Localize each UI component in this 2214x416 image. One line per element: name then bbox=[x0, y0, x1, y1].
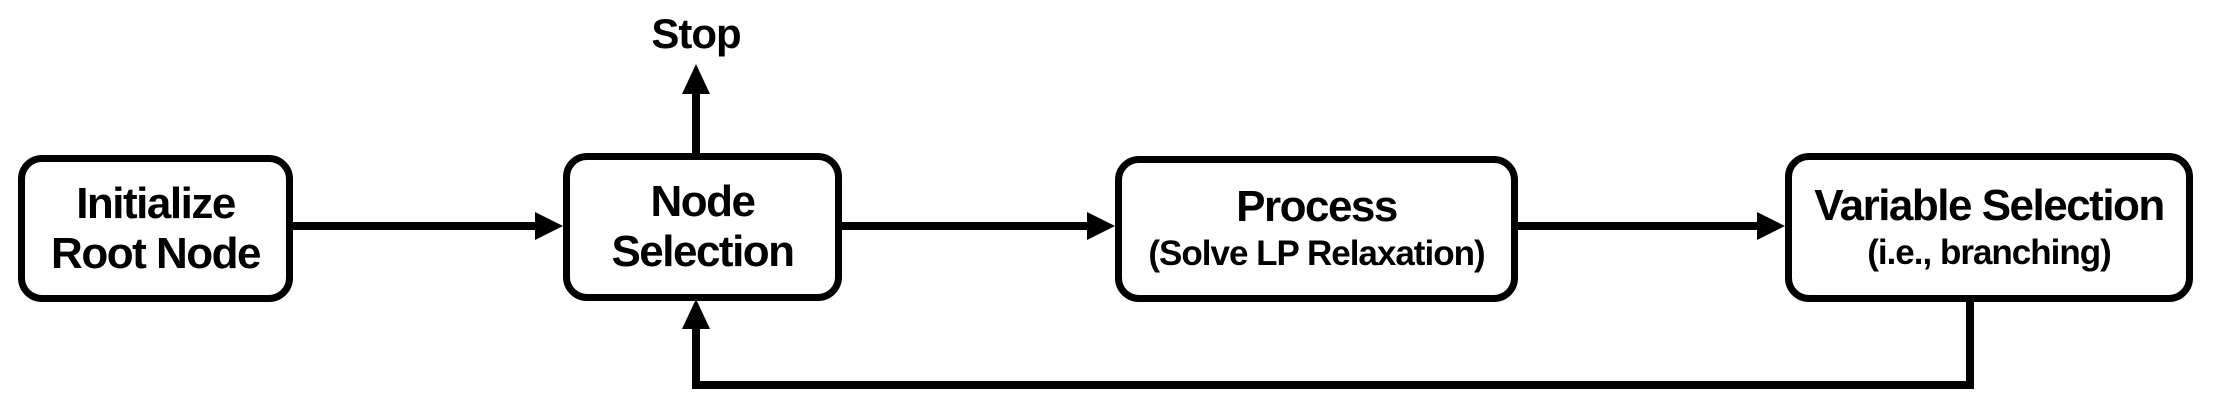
node-label-line: Selection bbox=[611, 227, 795, 276]
arrow-node-selection-to-stop bbox=[682, 64, 710, 157]
flow-node-node-selection: Node Selection bbox=[563, 153, 842, 301]
node-label-line: Variable Selection bbox=[1814, 180, 2165, 230]
arrow-node-selection-to-process bbox=[842, 212, 1115, 240]
node-label-line: Process bbox=[1236, 182, 1398, 231]
flow-node-variable-selection: Variable Selection (i.e., branching) bbox=[1785, 153, 2193, 302]
flow-node-process: Process (Solve LP Relaxation) bbox=[1115, 156, 1518, 302]
node-label-line: Root Node bbox=[51, 228, 261, 278]
node-sublabel-line: (i.e., branching) bbox=[1867, 232, 2112, 272]
stop-label: Stop bbox=[651, 10, 741, 57]
arrow-process-to-variable-selection bbox=[1518, 212, 1785, 240]
node-label-line: Initialize bbox=[76, 178, 236, 228]
arrow-variable-selection-feedback-loop bbox=[682, 298, 1974, 389]
arrow-initialize-to-node-selection bbox=[293, 212, 563, 240]
node-sublabel-line: (Solve LP Relaxation) bbox=[1148, 234, 1485, 273]
node-label-line: Node bbox=[650, 177, 757, 226]
flow-node-initialize-root-node: Initialize Root Node bbox=[18, 155, 293, 302]
